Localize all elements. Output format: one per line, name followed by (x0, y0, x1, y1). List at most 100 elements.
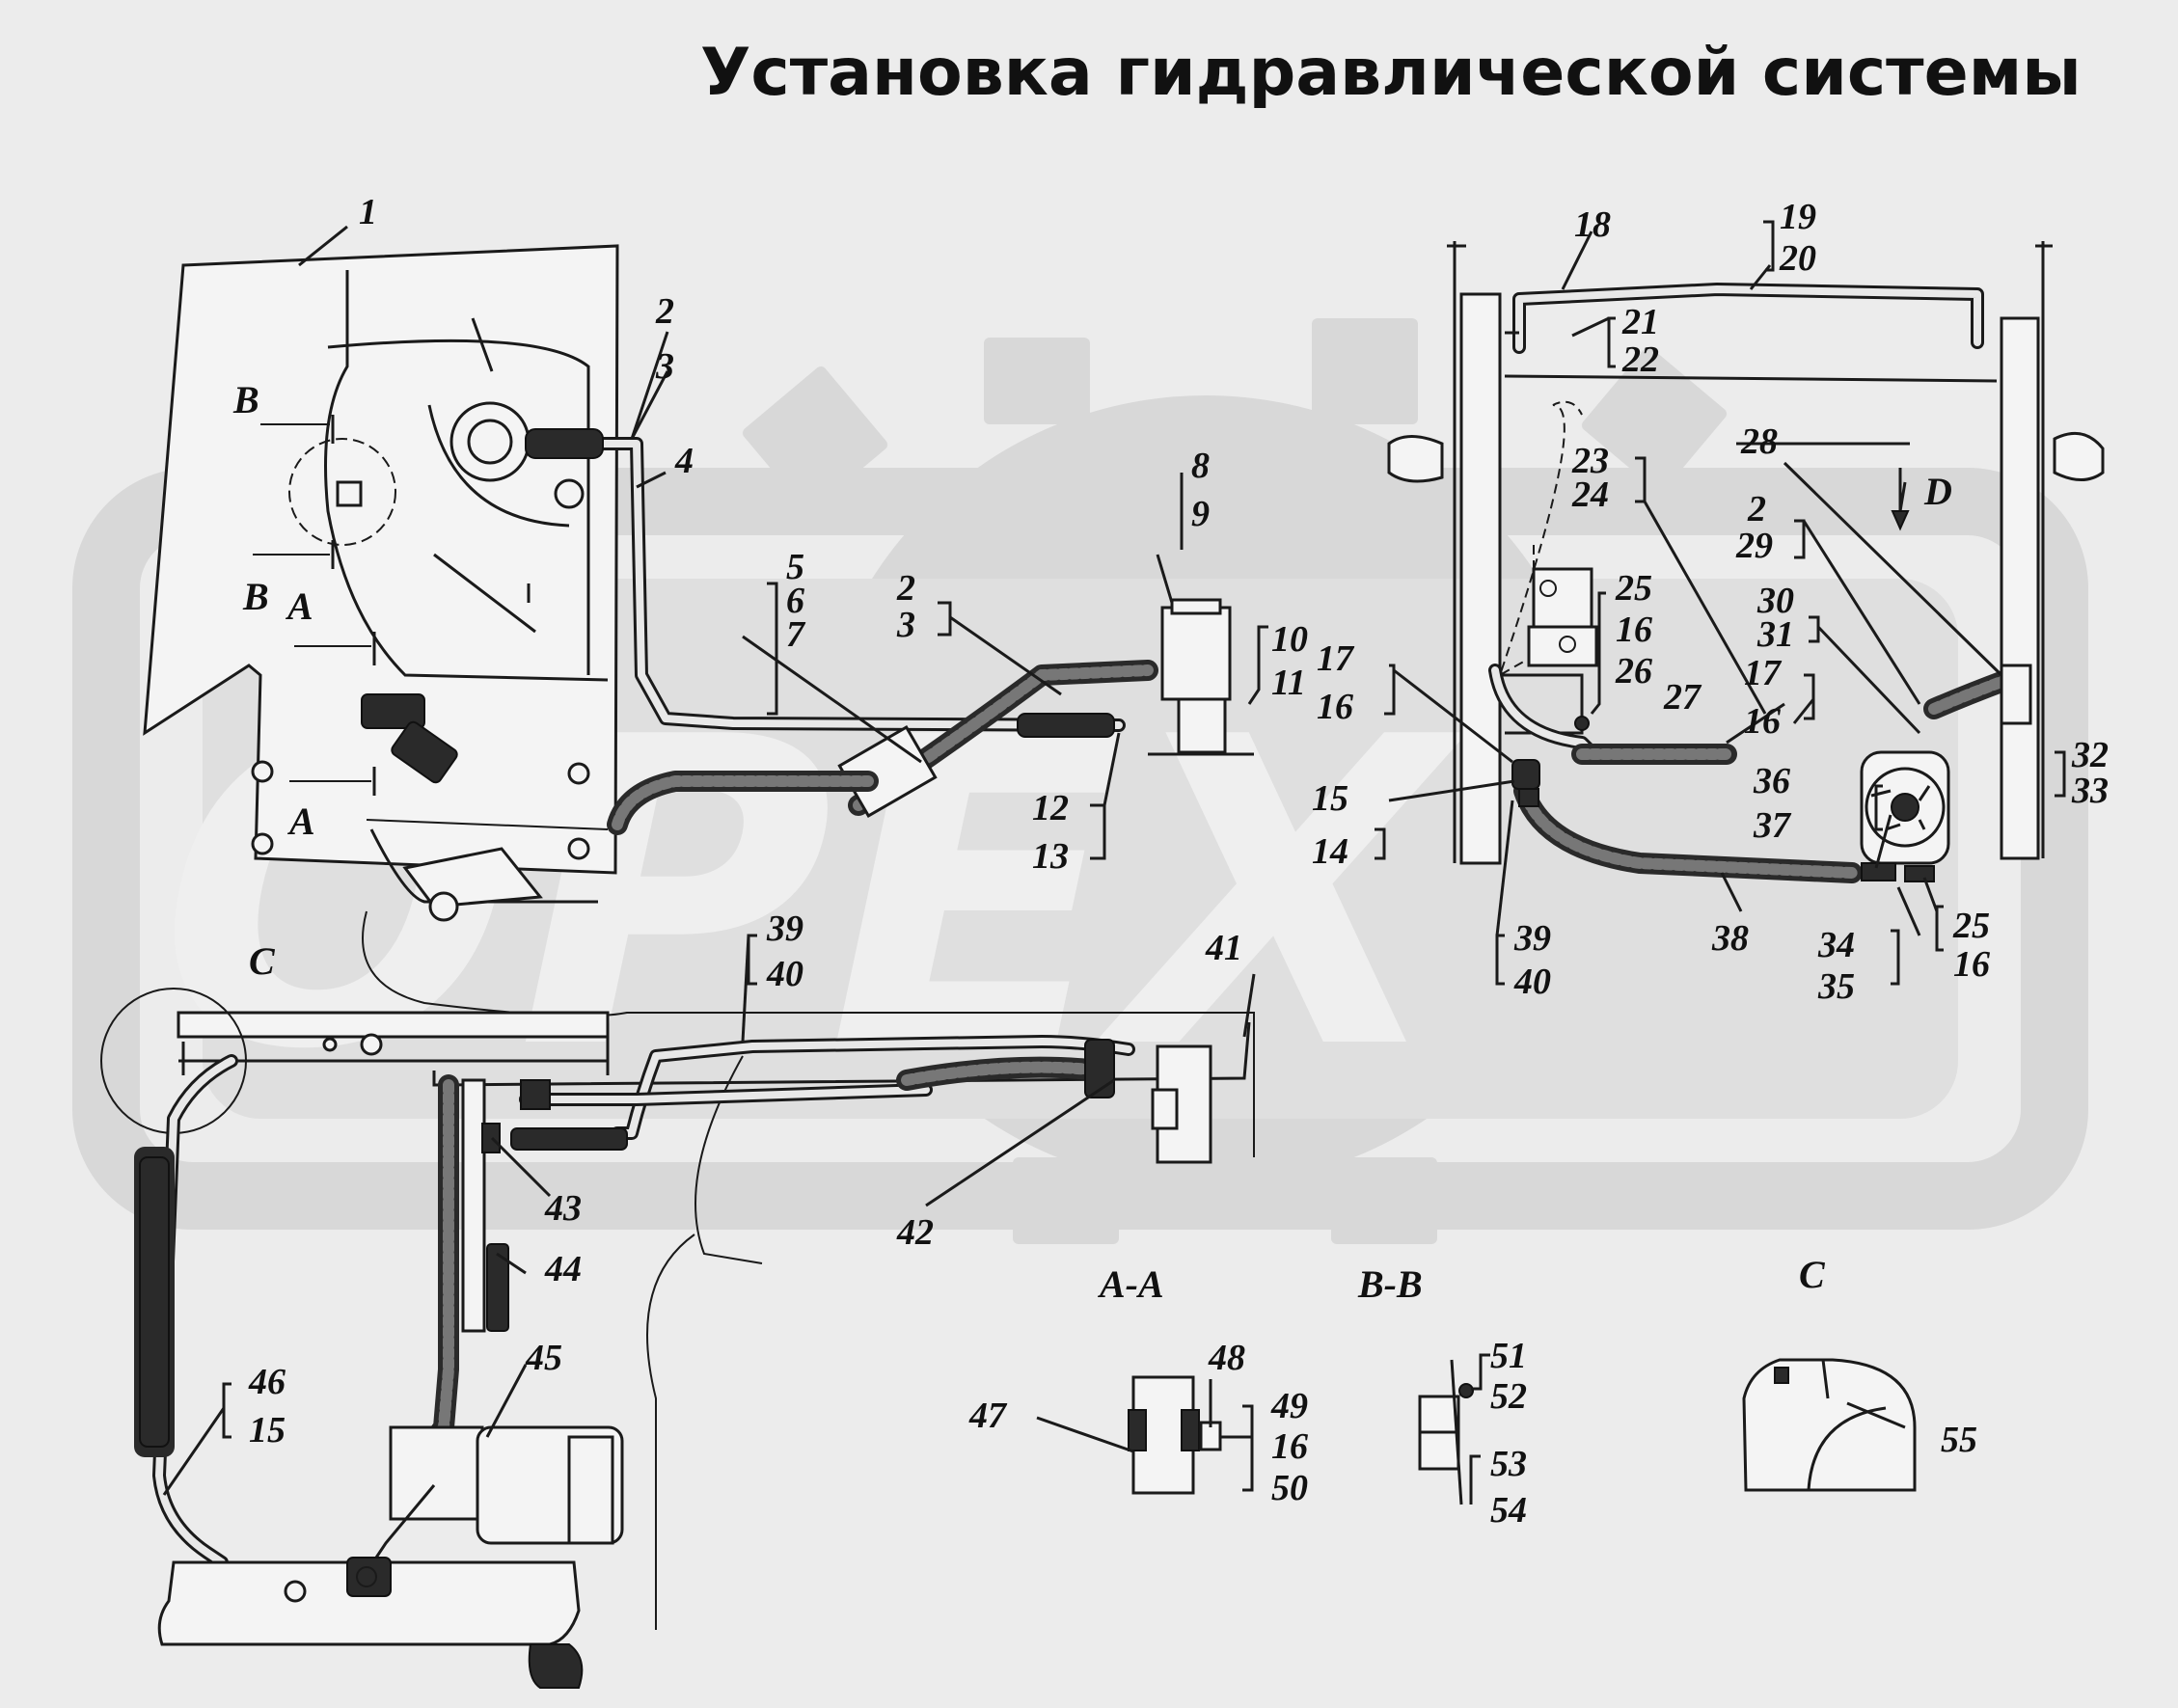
valve-8-11 (1148, 554, 1254, 756)
section-aa-detail (1128, 1375, 1222, 1495)
callout-9: 9 (1191, 494, 1210, 534)
callout-32: 32 (2071, 735, 2109, 775)
lower-hose (369, 771, 879, 922)
callout-8: 8 (1191, 446, 1210, 486)
cab-panel-assembly (143, 244, 619, 875)
callout-38: 38 (1711, 918, 1749, 959)
mark-a-lower: A (286, 800, 315, 843)
hose-43-44 (419, 1074, 509, 1457)
callout-2: 2 (655, 291, 674, 332)
mark-a-upper: A (285, 584, 313, 628)
mark-d: D (1923, 470, 1952, 513)
callout-3: 3 (655, 346, 674, 387)
pump-45 (157, 1425, 624, 1689)
pipe-4 (525, 428, 1126, 732)
mark-b-lower: B (242, 575, 269, 618)
callout-20: 20 (1779, 238, 1816, 279)
callout-51: 51 (1490, 1336, 1527, 1376)
view-d-arrow (1891, 468, 1910, 531)
callout-37: 37 (1753, 805, 1792, 846)
callout-16b: 16 (1616, 610, 1652, 650)
section-title-c: C (1799, 1253, 1826, 1296)
callout-16e: 16 (1271, 1426, 1308, 1467)
view-c-circle (100, 988, 247, 1569)
callout-53: 53 (1490, 1444, 1527, 1484)
callout-54: 54 (1490, 1490, 1527, 1531)
callout-44: 44 (544, 1249, 582, 1289)
callout-27: 27 (1663, 677, 1702, 718)
pipes-39-40 (510, 1035, 1212, 1164)
section-bb-detail (1418, 1359, 1474, 1505)
mark-c: C (249, 939, 276, 983)
callout-33: 33 (2071, 771, 2109, 811)
page-title: Установка гидравлической системы (700, 35, 2082, 111)
callout-21: 21 (1621, 302, 1659, 342)
right-pipes (1488, 664, 2032, 883)
callout-25b: 25 (1952, 906, 1990, 946)
callout-45: 45 (525, 1338, 562, 1378)
callout-31: 31 (1756, 614, 1794, 655)
radiator-frame (1387, 241, 2105, 865)
callout-12: 12 (1032, 788, 1069, 828)
callout-labels: 1 2 3 4 5 6 7 2 3 8 9 10 11 12 13 17 16 … (248, 192, 2109, 1531)
callout-17a: 17 (1317, 638, 1355, 679)
section-c-detail (1742, 1358, 1917, 1492)
callout-49: 49 (1270, 1386, 1308, 1426)
callout-11: 11 (1271, 663, 1306, 703)
callout-13: 13 (1032, 836, 1069, 877)
hose-2-3 (837, 660, 1158, 819)
callout-7: 7 (786, 614, 806, 655)
callout-16a: 16 (1317, 687, 1353, 727)
callout-42: 42 (896, 1212, 934, 1253)
callout-26: 26 (1615, 651, 1652, 691)
callout-18: 18 (1574, 204, 1611, 245)
view-marks: B B A A D C A-A B-B C (232, 378, 1952, 1306)
callout-24: 24 (1571, 474, 1609, 515)
callout-39b: 39 (1513, 918, 1551, 959)
callout-2b: 2 (896, 568, 915, 609)
callout-41: 41 (1205, 928, 1242, 968)
callout-30: 30 (1756, 581, 1794, 621)
callout-39a: 39 (766, 908, 803, 949)
callout-46: 46 (248, 1362, 286, 1402)
mark-b-upper: B (232, 378, 259, 421)
callout-10: 10 (1271, 619, 1308, 660)
watermark: OPEX (72, 318, 2088, 1244)
leader-lines (162, 220, 2066, 1505)
callout-19: 19 (1780, 197, 1816, 237)
callout-47: 47 (968, 1396, 1008, 1436)
callout-36: 36 (1753, 761, 1790, 801)
callout-16d: 16 (1953, 944, 1990, 985)
callout-23: 23 (1571, 441, 1609, 481)
callout-25a: 25 (1615, 568, 1652, 609)
callout-15b: 15 (249, 1410, 286, 1450)
callout-6: 6 (786, 581, 804, 621)
callout-16c: 16 (1744, 701, 1781, 742)
callout-5: 5 (786, 547, 804, 587)
callout-34: 34 (1817, 925, 1855, 965)
callout-1: 1 (359, 192, 377, 232)
pump-fan (1860, 750, 1950, 882)
section-title-aa: A-A (1097, 1262, 1164, 1306)
callout-40a: 40 (766, 954, 803, 994)
callout-17b: 17 (1744, 653, 1783, 693)
callout-40b: 40 (1513, 962, 1551, 1002)
section-title-bb: B-B (1357, 1262, 1423, 1306)
callout-28: 28 (1740, 421, 1778, 462)
callout-50: 50 (1271, 1468, 1308, 1508)
callout-35: 35 (1817, 966, 1855, 1007)
callout-4: 4 (674, 441, 694, 481)
callout-3b: 3 (896, 605, 915, 645)
callout-15a: 15 (1312, 778, 1348, 819)
callout-48: 48 (1208, 1338, 1245, 1378)
callout-43: 43 (544, 1188, 582, 1229)
lower-frame (177, 1011, 1251, 1087)
callout-22: 22 (1621, 339, 1659, 380)
callout-2c: 2 (1747, 489, 1766, 529)
callout-52: 52 (1490, 1376, 1527, 1417)
callout-55: 55 (1941, 1420, 1977, 1460)
callout-14: 14 (1312, 831, 1348, 872)
callout-29: 29 (1735, 526, 1773, 566)
